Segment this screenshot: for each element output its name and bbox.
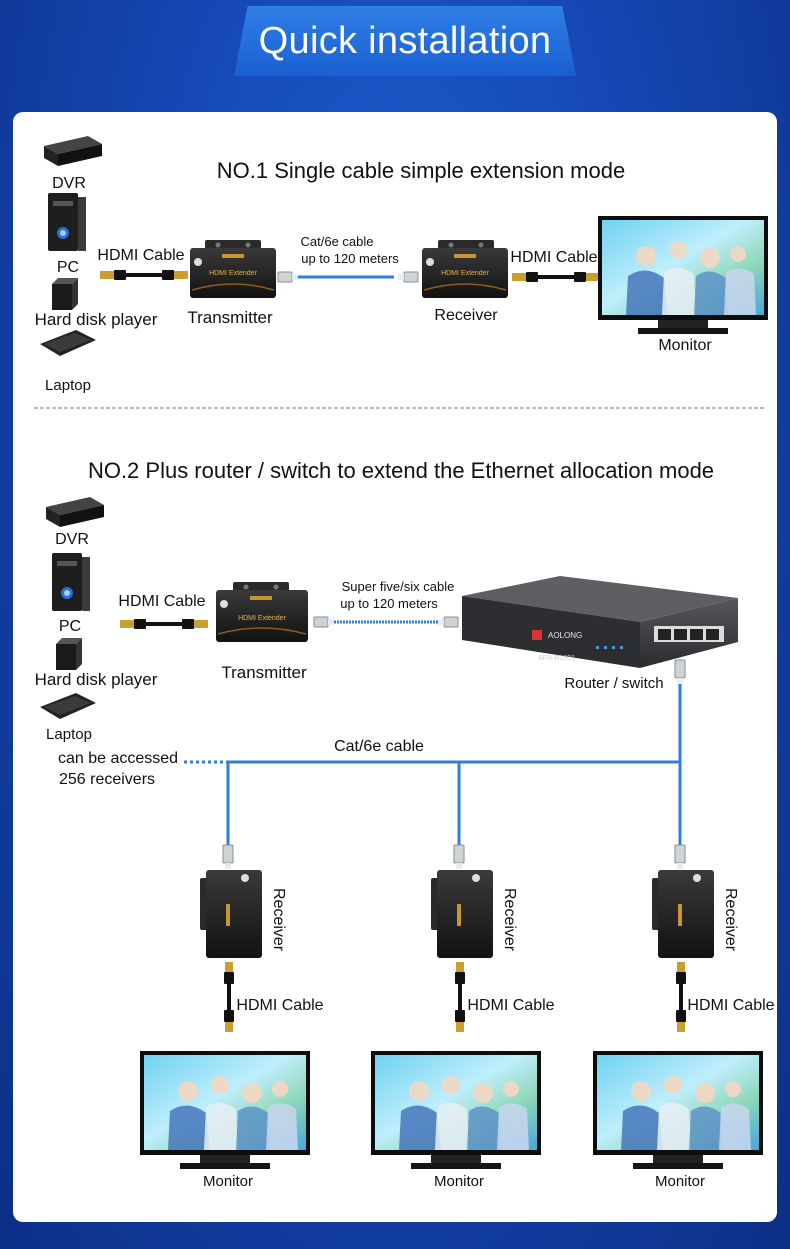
receiver-monitor-label-1: Monitor bbox=[203, 1173, 253, 1190]
monitor-icon bbox=[593, 1051, 763, 1169]
hdmi-cable-icon bbox=[676, 962, 686, 1032]
mode2-hdmi-label: HDMI Cable bbox=[118, 593, 205, 610]
mode1-title: NO.1 Single cable simple extension mode bbox=[217, 158, 625, 183]
transmitter-device: HDMI Extender bbox=[216, 582, 308, 642]
transmitter-device: HDMI Extender bbox=[190, 240, 276, 298]
mode2-router-label: Router / switch bbox=[564, 675, 663, 692]
mode1-transmitter-label: Transmitter bbox=[187, 308, 273, 327]
mode1-source-dvr: DVR bbox=[52, 175, 86, 192]
mode1-source-pc: PC bbox=[57, 259, 79, 276]
mode2-source-hdd: Hard disk player bbox=[35, 670, 158, 689]
transmitter-device-text: HDMI Extender bbox=[238, 615, 287, 622]
receiver-hdmi-label-1: HDMI Cable bbox=[236, 997, 323, 1014]
receiver-unit-3: Receiver HDMI Cable Monitor bbox=[593, 844, 775, 1190]
mode1-hdmi-left-label: HDMI Cable bbox=[97, 247, 184, 264]
mode2-source-dvr: DVR bbox=[55, 531, 89, 548]
receiver-label-3: Receiver bbox=[722, 888, 739, 952]
rj45-connector-icon bbox=[453, 844, 465, 870]
mode2-access-line1: can be accessed bbox=[58, 750, 178, 767]
receiver-hdmi-label-2: HDMI Cable bbox=[467, 997, 554, 1014]
mode1-receiver-label: Receiver bbox=[434, 307, 498, 324]
mode2-access-line2: 256 receivers bbox=[59, 771, 155, 788]
pc-icon bbox=[52, 553, 90, 611]
router-model: AFR-R1601 bbox=[538, 655, 575, 662]
rj45-connector-icon bbox=[313, 616, 335, 628]
mode2-cable-line2: up to 120 meters bbox=[340, 596, 438, 611]
mode1-monitor-label: Monitor bbox=[658, 337, 712, 354]
rj45-connector-icon bbox=[222, 844, 234, 870]
hard-disk-icon bbox=[56, 638, 82, 670]
mode1-source-laptop: Laptop bbox=[45, 377, 91, 394]
router-brand: AOLONG bbox=[548, 631, 582, 640]
dvr-icon bbox=[44, 136, 102, 166]
receiver-unit-2: Receiver HDMI Cable Monitor bbox=[371, 844, 555, 1190]
mode1-source-hdd: Hard disk player bbox=[35, 310, 158, 329]
header-banner: Quick installation bbox=[234, 6, 576, 76]
mode2-cable-line1: Super five/six cable bbox=[342, 579, 455, 594]
receiver-device-text: HDMI Extender bbox=[441, 270, 490, 277]
transmitter-device-text: HDMI Extender bbox=[209, 270, 258, 277]
dvr-icon bbox=[46, 497, 104, 527]
monitor-icon bbox=[140, 1051, 310, 1169]
mode2-bus-cable-label: Cat/6e cable bbox=[334, 738, 424, 755]
rj45-connector-icon bbox=[674, 844, 686, 870]
receiver-monitor-label-2: Monitor bbox=[434, 1173, 484, 1190]
receiver-monitor-label-3: Monitor bbox=[655, 1173, 705, 1190]
hdmi-cable-icon bbox=[224, 962, 234, 1032]
monitor-icon bbox=[598, 216, 768, 334]
page-title: Quick installation bbox=[258, 19, 552, 62]
mode2-title: NO.2 Plus router / switch to extend the … bbox=[88, 458, 714, 483]
pc-icon bbox=[48, 193, 86, 251]
mode1-cable-line1: Cat/6e cable bbox=[301, 234, 374, 249]
rj45-connector-icon bbox=[674, 659, 686, 685]
router-switch-device: AOLONG AFR-R1601 bbox=[462, 576, 738, 668]
mode1-hdmi-right-label: HDMI Cable bbox=[510, 249, 597, 266]
monitor-icon bbox=[371, 1051, 541, 1169]
rj45-connector-icon bbox=[397, 271, 419, 283]
hdmi-cable-icon bbox=[455, 962, 465, 1032]
hdmi-cable-icon bbox=[512, 272, 600, 282]
laptop-icon bbox=[40, 693, 96, 719]
mode2-transmitter-label: Transmitter bbox=[221, 663, 307, 682]
hdmi-cable-icon bbox=[100, 270, 188, 280]
mode2-source-laptop: Laptop bbox=[46, 726, 92, 743]
receiver-unit-1: Receiver HDMI Cable Monitor bbox=[140, 844, 324, 1190]
hard-disk-icon bbox=[52, 278, 78, 310]
mode2-source-pc: PC bbox=[59, 618, 81, 635]
rj45-connector-icon bbox=[277, 271, 299, 283]
hdmi-cable-icon bbox=[120, 619, 208, 629]
receiver-hdmi-label-3: HDMI Cable bbox=[687, 997, 774, 1014]
receiver-device: HDMI Extender bbox=[422, 240, 508, 298]
mode1-cable-line2: up to 120 meters bbox=[301, 251, 399, 266]
rj45-connector-icon bbox=[437, 616, 459, 628]
laptop-icon bbox=[40, 330, 96, 356]
receiver-label-1: Receiver bbox=[270, 888, 287, 952]
receiver-label-2: Receiver bbox=[501, 888, 518, 952]
